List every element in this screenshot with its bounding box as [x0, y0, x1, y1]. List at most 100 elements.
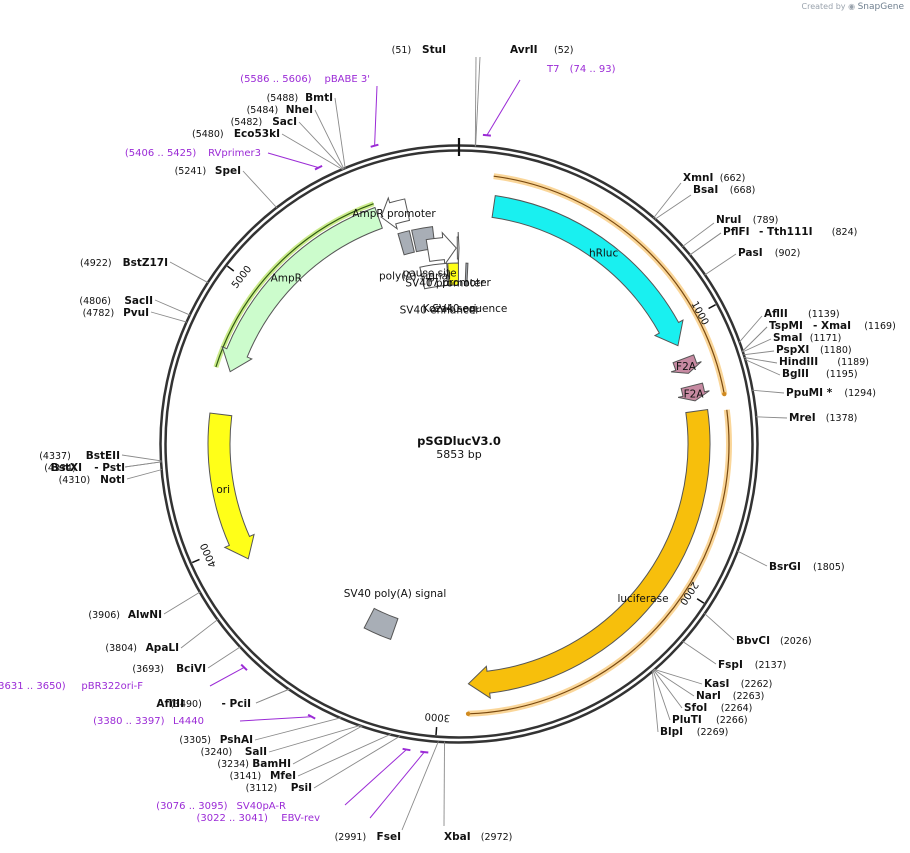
feature-t7-promoter[interactable] [456, 231, 460, 265]
feature-sv40-promoter[interactable] [425, 231, 457, 266]
site-bsai[interactable]: BsaI(668) [693, 184, 755, 196]
feature-poly-a-signal[interactable] [397, 230, 415, 256]
plasmid-length: 5853 bp [436, 448, 481, 461]
primer-sv40pa-r[interactable]: SV40pA-R(3076 .. 3095) [156, 801, 286, 812]
site-position: (789) [753, 215, 779, 226]
site-psii[interactable]: PsiI(3112) [246, 782, 312, 794]
site-nhei[interactable]: NheI(5484) [247, 104, 313, 116]
site-bmti[interactable]: BmtI(5488) [267, 92, 333, 104]
feature-label: ori [216, 484, 230, 496]
primer-pbabe-3-[interactable]: pBABE 3'(5586 .. 5606) [240, 74, 370, 85]
feature-sv40-enhancer[interactable] [419, 262, 449, 290]
site-name: AvrII [510, 44, 538, 56]
site-bcivi[interactable]: BciVI(3693) [132, 663, 206, 675]
primer-ebv-rev[interactable]: EBV-rev(3022 .. 3041) [196, 813, 320, 824]
site-position: (5482) [231, 117, 263, 128]
feature-ori[interactable] [207, 412, 255, 560]
site-sfoi[interactable]: SfoI(2264) [684, 702, 752, 714]
site-bamhi[interactable]: BamHI(3234) [217, 758, 291, 770]
feature-sv40-ori[interactable] [447, 262, 459, 286]
primer-bind-mark [370, 143, 379, 148]
site-fsei[interactable]: FseI(2991) [335, 831, 401, 843]
site-pspxi[interactable]: PspXI(1180) [776, 344, 852, 356]
site-apali[interactable]: ApaLI(3804) [105, 642, 179, 654]
site-afliii[interactable]: AflIII [156, 698, 184, 710]
plasmid-name: pSGDlucV3.0 [417, 434, 501, 448]
site-position: (51) [392, 45, 412, 56]
site-leader [752, 389, 785, 394]
site-name: BstZ17I [123, 257, 168, 269]
site-smai[interactable]: SmaI(1171) [773, 332, 841, 344]
site-bsteii[interactable]: BstEII(4337) [39, 450, 120, 462]
site-eco53ki[interactable]: Eco53kI (5480) [192, 128, 280, 140]
site-name: NruI [716, 214, 741, 226]
primer-range: (3022 .. 3041) [196, 813, 268, 824]
feature-ampr-promoter[interactable] [380, 196, 411, 230]
site-leader [242, 170, 278, 209]
feature-sv40-poly-a-signal[interactable] [363, 607, 399, 641]
primer-range: (5406 .. 5425) [125, 148, 197, 159]
primer-t7[interactable]: T7(74 .. 93) [546, 64, 616, 75]
site-name: TspMI [769, 320, 803, 332]
primer-pbr322ori-f[interactable]: pBR322ori-F(3631 .. 3650) [0, 681, 143, 692]
site-xbai[interactable]: XbaI(2972) [444, 831, 512, 843]
site-hindiii[interactable]: HindIII(1189) [779, 356, 869, 368]
feature-ampr[interactable] [221, 206, 383, 373]
site-position: (668) [730, 185, 756, 196]
site-sali[interactable]: SalI(3240) [201, 746, 267, 758]
site-pasi[interactable]: PasI(902) [738, 247, 800, 259]
site-spei[interactable]: SpeI(5241) [175, 165, 241, 177]
site-bstxi[interactable]: BstXI [51, 462, 82, 474]
site--psti[interactable]: - PstI(4334) [44, 462, 125, 474]
site-ppumi-[interactable]: PpuMI *(1294) [786, 387, 876, 399]
site--xmai[interactable]: - XmaI(1169) [813, 320, 896, 332]
site-pluti[interactable]: PluTI(2266) [672, 714, 748, 726]
feature-f2a[interactable] [670, 354, 702, 374]
site-name: Eco53kI [234, 128, 280, 140]
tick-label: 5000 [230, 264, 254, 291]
site-tspmi[interactable]: TspMI [769, 320, 803, 332]
feature-hrluc[interactable] [491, 195, 684, 347]
site-name: - XmaI [813, 320, 851, 332]
site-leader [736, 550, 768, 567]
feature-luciferase[interactable] [467, 408, 711, 700]
feature-kozak-sequence[interactable] [464, 262, 469, 286]
site-nari[interactable]: NarI(2263) [696, 690, 764, 702]
site-pflfi[interactable]: PflFI [723, 226, 750, 238]
site-mfei[interactable]: MfeI(3141) [230, 770, 296, 782]
primer-l4440[interactable]: L4440(3380 .. 3397) [93, 716, 204, 727]
site-sacii[interactable]: SacII(4806) [79, 295, 153, 307]
site-bstz17i[interactable]: BstZ17I(4922) [80, 257, 168, 269]
site-name: MfeI [270, 770, 296, 782]
site-name: AflII [764, 308, 788, 320]
site-noti[interactable]: NotI(4310) [59, 474, 125, 486]
site-saci[interactable]: SacI(5482) [231, 116, 297, 128]
site-avrii[interactable]: AvrII(52) [510, 44, 574, 56]
site-name: BstXI [51, 462, 82, 474]
site-kasi[interactable]: KasI(2262) [704, 678, 772, 690]
site-mrei[interactable]: MreI(1378) [789, 412, 857, 424]
site-pshai[interactable]: PshAI(3305) [179, 734, 253, 746]
site-fspi[interactable]: FspI(2137) [718, 659, 786, 671]
feature-highlight-arcs [213, 173, 732, 717]
site-nrui[interactable]: NruI (789) [716, 214, 778, 226]
site-aflii[interactable]: AflII(1139) [764, 308, 840, 320]
site-stui[interactable]: StuI(51) [392, 44, 446, 56]
site-bsrgi[interactable]: BsrGI(1805) [769, 561, 845, 573]
site-pvui[interactable]: PvuI(4782) [83, 307, 149, 319]
site--pcii[interactable]: - PciI(3490) [170, 698, 251, 710]
site-position: (3490) [170, 699, 202, 710]
primer-rvprimer3[interactable]: RVprimer3(5406 .. 5425) [125, 148, 261, 159]
site--tth111i[interactable]: - Tth111I(824) [759, 226, 857, 238]
primer-leader [209, 666, 245, 687]
site-position: (5480) [192, 129, 224, 140]
site-blpi[interactable]: BlpI(2269) [660, 726, 728, 738]
site-bglii[interactable]: BglII(1195) [782, 368, 858, 380]
feature-f2a[interactable] [677, 382, 710, 402]
site-bbvci[interactable]: BbvCI(2026) [736, 635, 812, 647]
site-name: SmaI [773, 332, 803, 344]
site-alwni[interactable]: AlwNI(3906) [88, 609, 162, 621]
site-xmni[interactable]: XmnI(662) [683, 172, 745, 184]
site-position: (2972) [481, 832, 513, 843]
